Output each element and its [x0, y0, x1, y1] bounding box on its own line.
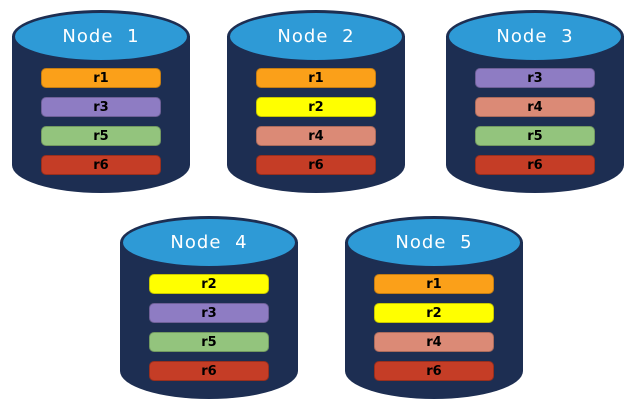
replica-bars: r1 r2 r4 r6 [227, 68, 405, 184]
replica-bar: r3 [475, 68, 595, 88]
node-cylinder: Node 1 r1 r3 r5 r6 [12, 10, 190, 193]
replica-bar: r6 [475, 155, 595, 175]
replica-bar: r6 [374, 361, 494, 381]
node-title: Node 3 [496, 26, 574, 47]
node-title: Node 2 [277, 26, 355, 47]
node-cylinder: Node 3 r3 r4 r5 r6 [446, 10, 624, 193]
replica-bar: r4 [475, 97, 595, 117]
replica-bar: r3 [149, 303, 269, 323]
replica-bar: r4 [256, 126, 376, 146]
node-title: Node 4 [170, 232, 248, 253]
cylinder-top-ellipse: Node 3 [446, 10, 624, 63]
node-cylinder: Node 2 r1 r2 r4 r6 [227, 10, 405, 193]
replica-bars: r3 r4 r5 r6 [446, 68, 624, 184]
replica-bar: r4 [374, 332, 494, 352]
replica-bar: r6 [149, 361, 269, 381]
node-title: Node 5 [395, 232, 473, 253]
replica-bar: r5 [475, 126, 595, 146]
cylinder-top-ellipse: Node 4 [120, 216, 298, 269]
replica-bar: r5 [149, 332, 269, 352]
node-cylinder: Node 5 r1 r2 r4 r6 [345, 216, 523, 399]
replica-bar: r1 [256, 68, 376, 88]
replica-bar: r6 [41, 155, 161, 175]
replica-bar: r2 [149, 274, 269, 294]
node-cylinder: Node 4 r2 r3 r5 r6 [120, 216, 298, 399]
cylinder-top-ellipse: Node 2 [227, 10, 405, 63]
replica-bar: r2 [256, 97, 376, 117]
node-title: Node 1 [62, 26, 140, 47]
replica-bar: r1 [374, 274, 494, 294]
replica-bar: r6 [256, 155, 376, 175]
replica-bars: r2 r3 r5 r6 [120, 274, 298, 390]
cylinder-top-ellipse: Node 1 [12, 10, 190, 63]
cylinder-top-ellipse: Node 5 [345, 216, 523, 269]
replica-bar: r3 [41, 97, 161, 117]
replica-bar: r2 [374, 303, 494, 323]
replica-bars: r1 r2 r4 r6 [345, 274, 523, 390]
replica-bar: r1 [41, 68, 161, 88]
replica-bars: r1 r3 r5 r6 [12, 68, 190, 184]
replica-bar: r5 [41, 126, 161, 146]
